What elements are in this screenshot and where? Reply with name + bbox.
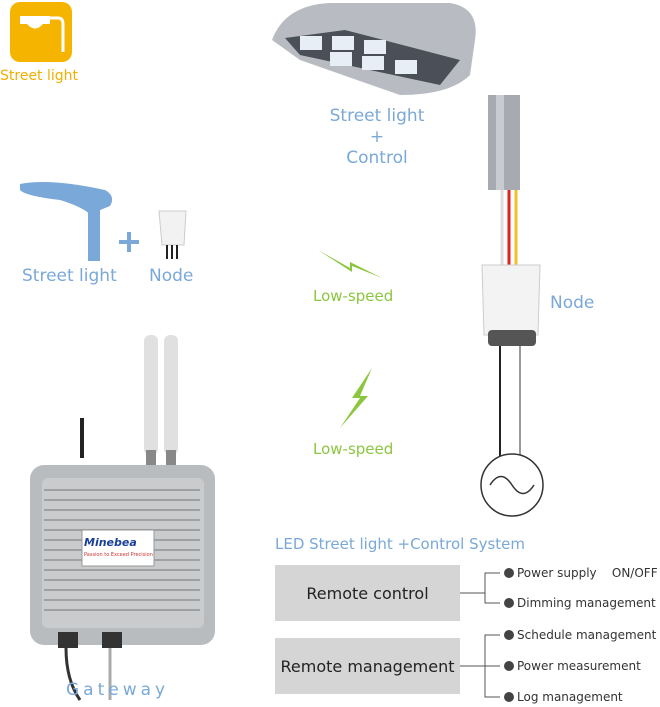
bullet-icon <box>504 568 514 578</box>
low-speed-label: Low-speed <box>313 287 394 305</box>
feature-label: Power measurement <box>517 659 641 673</box>
remote-management-box: Remote management <box>275 638 460 694</box>
node-label: Node <box>550 293 595 313</box>
feature-label: Log management <box>517 690 623 704</box>
gateway-brand: Minebea <box>84 536 137 549</box>
lightning-icon <box>318 250 382 278</box>
feature-item: Schedule management <box>504 628 656 642</box>
bullet-icon <box>504 598 514 608</box>
label-line: + <box>369 127 385 147</box>
bullet-icon <box>504 630 514 640</box>
tree-connectors <box>460 572 500 698</box>
lightning-icon <box>340 368 372 428</box>
feature-label: Schedule management <box>517 628 657 642</box>
feature-label: Power supply ON/OFF <box>517 566 658 580</box>
remote-control-box: Remote control <box>275 565 460 621</box>
gateway-tagline: Passion to Exceed Precision <box>84 552 153 558</box>
feature-item: Log management <box>504 690 623 704</box>
street-light-legend-label: Street light <box>22 266 117 286</box>
street-light-icon <box>10 2 72 62</box>
label-line: Control <box>346 148 408 168</box>
street-light-image <box>272 3 520 265</box>
feature-item: Power supply ON/OFF <box>504 566 658 580</box>
node-image <box>481 264 541 460</box>
feature-label: Dimming management <box>517 596 656 610</box>
label-line: Street light <box>329 106 425 126</box>
blue-street-light-icon <box>20 182 139 261</box>
bullet-icon <box>504 661 514 671</box>
icon-label: Street light <box>0 68 79 84</box>
gateway-image <box>30 335 215 701</box>
feature-item: Dimming management <box>504 596 656 610</box>
feature-item: Power measurement <box>504 659 641 673</box>
node-legend-label: Node <box>149 266 194 286</box>
node-small-icon <box>158 210 187 259</box>
system-title: LED Street light +Control System <box>275 535 526 553</box>
low-speed-label: Low-speed <box>313 440 394 458</box>
ac-power-source-icon <box>480 453 544 517</box>
gateway-label: Gateway <box>66 680 170 700</box>
bullet-icon <box>504 692 514 702</box>
street-light-control-label: Street light + Control <box>310 106 444 169</box>
